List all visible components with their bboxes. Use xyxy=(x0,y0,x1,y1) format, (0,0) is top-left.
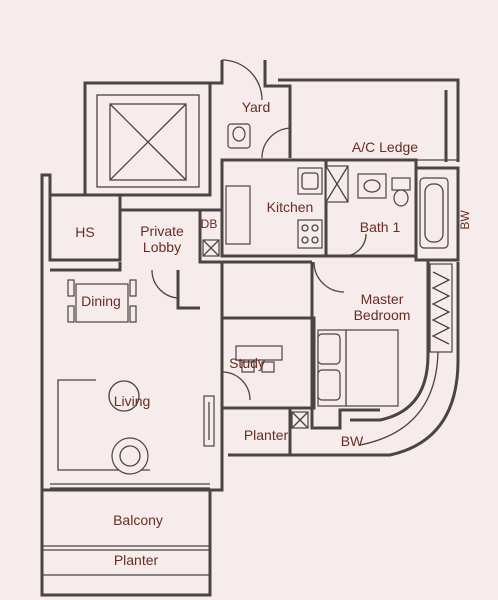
lift-core-inner xyxy=(96,94,200,188)
walls xyxy=(40,60,460,597)
label-hs: HS xyxy=(75,224,94,240)
label-balcony: Balcony xyxy=(113,512,163,528)
bath-bw-outline xyxy=(414,166,460,262)
dining-top-wall xyxy=(50,262,122,272)
label-master-2: Bedroom xyxy=(354,307,411,323)
lobby-bottom-wall xyxy=(176,270,200,310)
planter-mid-outline xyxy=(228,408,292,457)
label-bath1: Bath 1 xyxy=(360,219,401,235)
armchair-icon xyxy=(111,437,149,475)
sofa-outline xyxy=(57,379,150,471)
label-dining: Dining xyxy=(81,293,121,309)
tv-console-icon xyxy=(203,395,215,447)
door-swing-icon xyxy=(221,371,251,401)
label-planter-bottom: Planter xyxy=(114,552,159,568)
study-outline xyxy=(220,316,316,410)
bed-icon xyxy=(317,329,399,407)
hs-outline xyxy=(48,193,122,262)
living-right-wall xyxy=(210,262,224,492)
sink-icon xyxy=(357,173,387,199)
door-swing-icon xyxy=(313,261,345,293)
room-labels: Yard A/C Ledge Kitchen Bath 1 BW HS Priv… xyxy=(75,99,472,568)
toilet-icon xyxy=(227,123,251,149)
fixtures xyxy=(57,59,453,475)
balcony-outline xyxy=(40,488,212,597)
ac-ledge-outline xyxy=(278,78,460,162)
stove-icon xyxy=(297,219,323,249)
lobby-right-wall xyxy=(198,210,222,264)
label-db: DB xyxy=(201,217,218,231)
label-kitchen: Kitchen xyxy=(267,199,314,215)
door-swing-icon xyxy=(221,59,263,101)
door-swing-icon xyxy=(151,269,179,299)
lift-shaft-icon xyxy=(109,103,187,181)
label-private-lobby-1: Private xyxy=(140,223,184,239)
coffee-table xyxy=(108,380,140,412)
bw-curve-line xyxy=(359,351,439,446)
lift-core-outline xyxy=(83,81,212,197)
toilet-icon xyxy=(391,177,411,207)
label-master-1: Master xyxy=(361,291,404,307)
label-yard: Yard xyxy=(242,99,271,115)
master-left-wall xyxy=(310,262,380,430)
label-ac-ledge: A/C Ledge xyxy=(352,139,418,155)
dining-set-icon xyxy=(67,279,137,323)
master-curve-inner xyxy=(350,260,430,422)
label-bw-bottom: BW xyxy=(341,433,364,449)
label-living: Living xyxy=(114,393,151,409)
study-desk-icon xyxy=(235,345,283,373)
ac-unit-icon xyxy=(429,263,453,353)
label-planter-mid: Planter xyxy=(244,427,289,443)
door-swing-icon xyxy=(261,127,291,159)
label-study: Study xyxy=(229,355,265,371)
bathtub-icon xyxy=(419,177,449,249)
label-private-lobby-2: Lobby xyxy=(143,239,181,255)
master-curve-outer xyxy=(290,262,460,457)
sink-icon xyxy=(297,167,323,195)
kitchen-counter xyxy=(225,185,251,245)
door-swing-icon xyxy=(343,233,367,257)
yard-wall-left xyxy=(210,60,224,85)
yard-wall-right xyxy=(263,60,292,158)
label-bw-bath: BW xyxy=(458,210,472,230)
